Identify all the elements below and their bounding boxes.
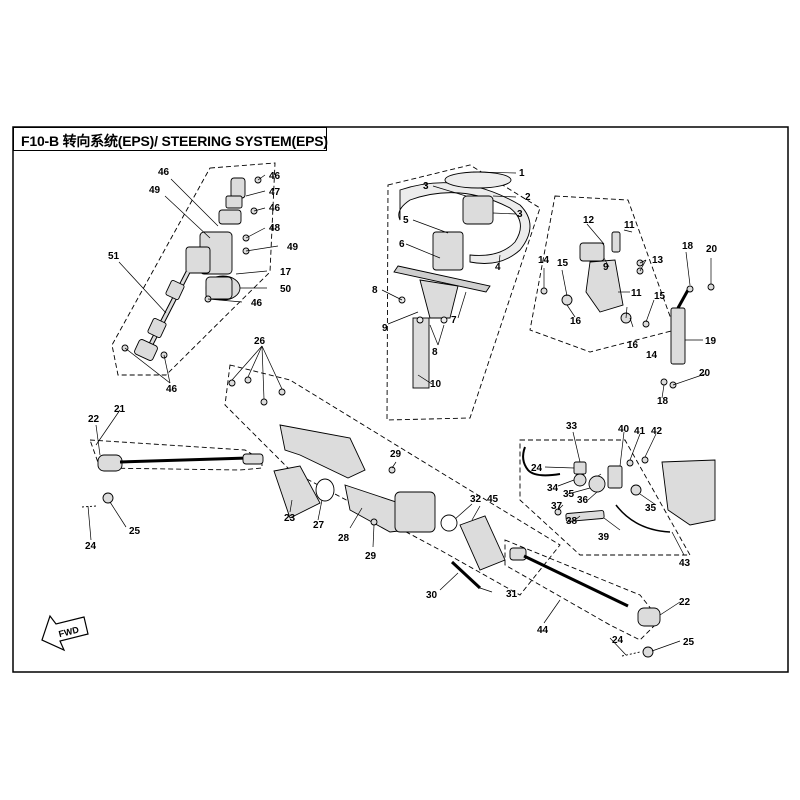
steering-wheel-rim [398,182,531,264]
callout-4: 4 [495,262,501,273]
callout-39: 39 [598,532,610,543]
callout-11b: 11 [631,288,642,299]
callout-20a: 20 [706,244,718,255]
callout-36: 36 [577,495,589,506]
callout-49b: 49 [287,242,299,253]
callout-19: 19 [705,336,717,347]
wheel-leader-lines [381,171,517,385]
callout-48: 48 [269,223,281,234]
callout-10: 10 [430,379,442,390]
fwd-arrow-shape [41,614,89,652]
callout-37: 37 [551,501,563,512]
sensor-bracket-group [519,439,716,556]
callout-43: 43 [679,558,691,569]
callout-22a: 22 [88,414,100,425]
callout-35b: 35 [645,503,657,514]
callout-49a: 49 [149,185,161,196]
callout-47: 47 [269,187,281,198]
callout-32: 32 [470,494,482,505]
tie-rods [81,439,661,658]
callout-9a: 9 [382,323,388,334]
right-tierod-outline [504,539,661,641]
page-title: F10-B 转向系统(EPS)/ STEERING SYSTEM(EPS) [21,133,328,149]
callout-38: 38 [566,516,578,527]
bracket-leader-lines [543,223,712,399]
steering-rack-group [224,364,561,596]
callout-24b: 24 [531,463,543,474]
callout-31: 31 [506,589,518,600]
sensor-leader-lines [544,431,685,556]
callout-15b: 15 [654,291,666,302]
callout-2: 2 [525,192,531,203]
callout-35a: 35 [563,489,575,500]
callout-24c: 24 [612,635,624,646]
callout-46a: 46 [158,167,170,178]
rack-dashed-outline [224,364,561,596]
callout-24a: 24 [85,541,97,552]
callout-46d: 46 [251,298,263,309]
column-dashed-outline [111,162,276,376]
bracket-dashed-outline [529,195,676,353]
callout-26: 26 [254,336,266,347]
tilt-bracket-group [529,195,715,389]
callout-5: 5 [403,215,409,226]
callout-33: 33 [566,421,578,432]
callout-30: 30 [426,590,438,601]
callout-44: 44 [537,625,549,636]
callout-51: 51 [108,251,120,262]
callout-50: 50 [280,284,292,295]
rack-leader-lines [231,345,493,593]
callout-1: 1 [519,168,525,179]
steering-wheel-group [386,164,541,421]
callout-20b: 20 [699,368,711,379]
callout-27: 27 [313,520,325,531]
callout-25b: 25 [683,637,695,648]
callout-29b: 29 [365,551,377,562]
callout-25a: 25 [129,526,141,537]
callout-14b: 14 [646,350,658,361]
callout-16b: 16 [627,340,639,351]
callout-7: 7 [451,315,457,326]
callout-14a: 14 [538,255,550,266]
callout-22b: 22 [679,597,691,608]
callout-18b: 18 [657,396,669,407]
outer-border [12,126,789,673]
callout-12: 12 [583,215,595,226]
callout-11a: 11 [624,220,635,231]
callout-numbers: 1 2 3 3 4 5 6 7 8 8 9 9 10 11 11 12 13 1… [85,167,718,648]
callout-16a: 16 [570,316,582,327]
title-box: F10-B 转向系统(EPS)/ STEERING SYSTEM(EPS) [13,127,328,151]
callout-41: 41 [634,426,646,437]
callout-3b: 3 [517,209,523,220]
callout-40: 40 [618,424,630,435]
fwd-label: FWD [58,624,81,639]
callout-17: 17 [280,267,292,278]
callout-21: 21 [114,404,126,415]
tierod-leader-lines [87,409,681,656]
callout-8b: 8 [432,347,438,358]
column-leader-lines [118,174,279,384]
callout-46c: 46 [269,203,281,214]
steering-column-group [111,162,276,376]
callout-6: 6 [399,239,405,250]
callout-9b: 9 [603,262,609,273]
callout-3a: 3 [423,181,429,192]
fwd-arrow: FWD [41,614,89,652]
callout-46b: 46 [269,171,281,182]
sensor-dashed-outline [519,439,691,556]
callout-23: 23 [284,513,296,524]
callout-34: 34 [547,483,559,494]
callout-18a: 18 [682,241,694,252]
callout-15a: 15 [557,258,569,269]
callout-42: 42 [651,426,663,437]
callout-46e: 46 [166,384,178,395]
callout-28: 28 [338,533,350,544]
callout-8a: 8 [372,285,378,296]
callout-45: 45 [487,494,499,505]
callout-29a: 29 [390,449,402,460]
callout-13: 13 [652,255,664,266]
